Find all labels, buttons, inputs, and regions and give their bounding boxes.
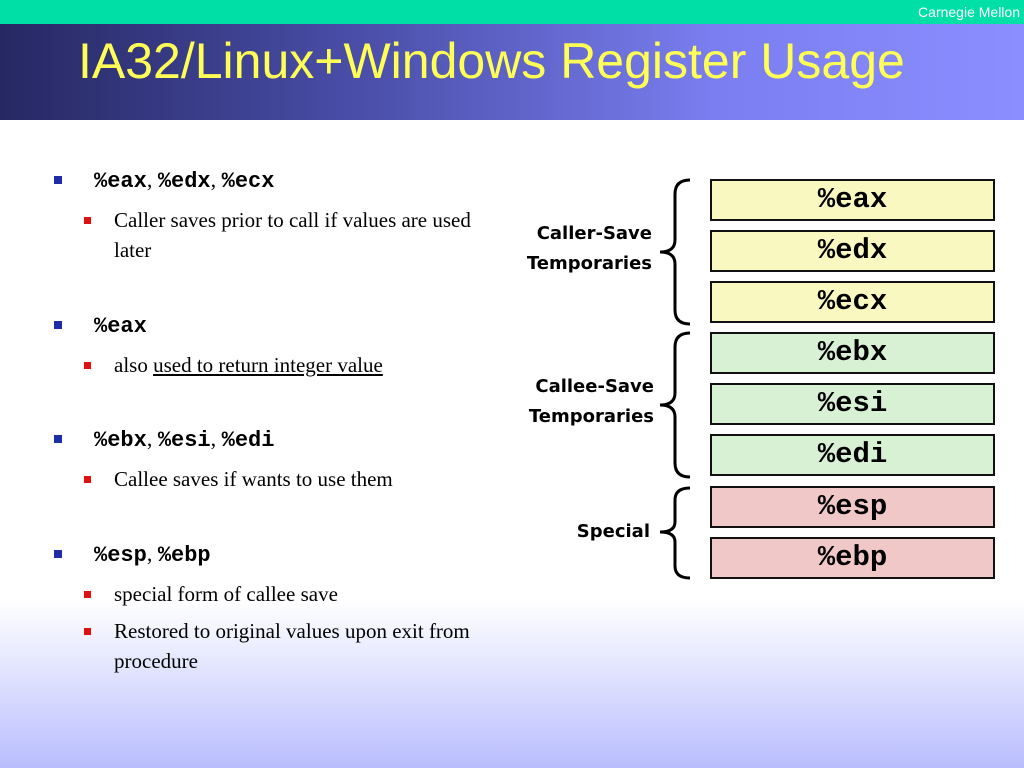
curly-brace-icon [659, 486, 691, 580]
slide-title: IA32/Linux+Windows Register Usage [78, 33, 905, 89]
brand-label: Carnegie Mellon [918, 4, 1020, 20]
reg-name: %esi [157, 428, 211, 453]
sub-bullet-text: Callee saves if wants to use them [114, 467, 393, 491]
sub-bullet-text: Caller saves prior to call if values are… [114, 208, 471, 262]
register-box-ebx: %ebx [710, 332, 995, 374]
register-box-esp: %esp [710, 486, 995, 528]
register-box-ebp: %ebp [710, 537, 995, 579]
sub-bullet-square-icon [84, 476, 91, 483]
register-box-esi: %esi [710, 383, 995, 425]
register-box-ecx: %ecx [710, 281, 995, 323]
group-label-line: Caller-Save [536, 223, 652, 244]
sub-bullet-text: special form of callee save [114, 582, 338, 606]
top-bar: Carnegie Mellon [0, 0, 1024, 24]
reg-name: %edi [221, 428, 275, 453]
group-label-line: Special [576, 521, 650, 542]
register-box-edi: %edi [710, 434, 995, 476]
group-label-line: Callee-Save [535, 376, 654, 397]
reg-name: %ecx [221, 169, 275, 194]
reg-name: %edx [157, 169, 211, 194]
sub-bullet-square-icon [84, 591, 91, 598]
group-label-special: Special [500, 517, 650, 547]
group-label-line: Temporaries [526, 253, 652, 274]
reg-name: %ebp [157, 543, 211, 568]
title-banner: IA32/Linux+Windows Register Usage [0, 24, 1024, 120]
bullet-square-icon [54, 550, 62, 558]
bullet-square-icon [54, 435, 62, 443]
bullet-square-icon [54, 176, 62, 184]
curly-brace-icon [659, 331, 691, 479]
sub-bullet-square-icon [84, 628, 91, 635]
register-box-eax: %eax [710, 179, 995, 221]
sub-bullet-square-icon [84, 362, 91, 369]
group-label-callee-save: Callee-Save Temporaries [500, 372, 654, 432]
group-label-caller-save: Caller-Save Temporaries [500, 219, 652, 279]
sub-bullet-text: Restored to original values upon exit fr… [114, 619, 470, 673]
reg-name: %eax [94, 169, 147, 194]
sub-bullet-prefix: also [114, 353, 154, 377]
group-label-line: Temporaries [528, 406, 654, 427]
reg-name: %esp [94, 543, 147, 568]
sub-bullet-square-icon [84, 217, 91, 224]
reg-name: %eax [94, 314, 147, 339]
reg-name: %ebx [94, 428, 147, 453]
sub-bullet-underlined: used to return integer value [153, 353, 383, 377]
register-box-edx: %edx [710, 230, 995, 272]
curly-brace-icon [659, 178, 691, 326]
bullet-square-icon [54, 321, 62, 329]
